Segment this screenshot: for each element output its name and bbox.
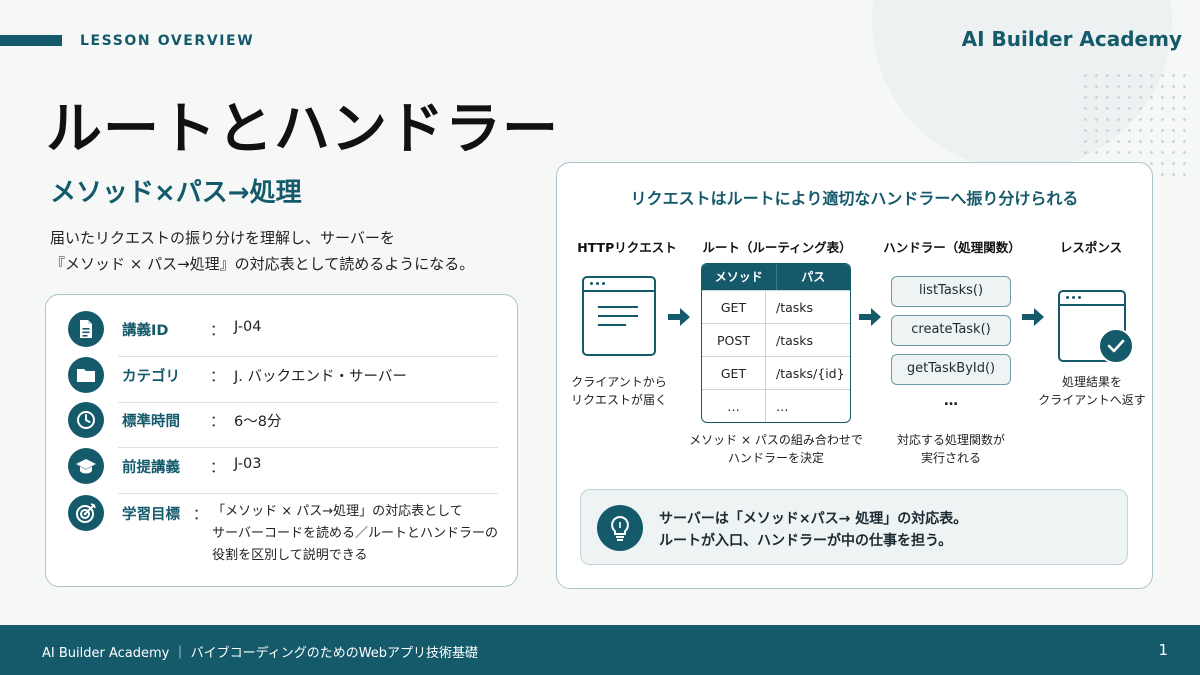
info-row-standard-time: 標準時間 ： 6〜8分: [68, 402, 498, 448]
info-label: 学習目標: [122, 507, 180, 523]
brand-logo-text: AI Builder Academy: [961, 27, 1182, 51]
lesson-description: 届いたリクエストの振り分けを理解し、サーバーを 『メソッド × パス→処理』の対…: [50, 225, 520, 277]
info-row-category: カテゴリ ： J. バックエンド・サーバー: [68, 357, 498, 403]
info-label: 前提講義: [122, 460, 180, 476]
info-label: カテゴリ: [122, 369, 180, 385]
response-caption: 処理結果を クライアントへ返す: [1035, 373, 1149, 409]
footer-text: AI Builder Academy ｜ バイブコーディングのためのWebアプリ…: [42, 646, 479, 661]
arrow-right-icon: [1022, 308, 1044, 326]
routing-diagram-card: リクエストはルートにより適切なハンドラーへ振り分けられる HTTPリクエスト ル…: [556, 162, 1153, 589]
lightbulb-icon: [597, 505, 643, 551]
route-path: …: [776, 399, 789, 414]
summary-text: サーバーは「メソッド×パス→ 処理」の対応表。 ルートが入口、ハンドラーが中の仕…: [659, 508, 967, 552]
info-colon: ：: [210, 458, 226, 476]
info-row-prerequisite: 前提講義 ： J-03: [68, 448, 498, 494]
folder-icon: [68, 357, 104, 393]
info-colon: ：: [192, 505, 208, 523]
info-colon: ：: [210, 412, 226, 430]
diagram-title: リクエストはルートにより適切なハンドラーへ振り分けられる: [630, 189, 1079, 208]
page-number: 1: [1158, 641, 1168, 659]
handler-function: getTaskById(): [891, 354, 1011, 385]
handler-function: createTask(): [891, 315, 1011, 346]
description-line: 届いたリクエストの振り分けを理解し、サーバーを: [50, 229, 395, 247]
lesson-info-card: 講義ID ： J-04 カテゴリ ： J. バックエンド・サーバー 標準時間 ：…: [45, 294, 518, 587]
route-path: /tasks/{id}: [776, 366, 845, 381]
footer-bar: AI Builder Academy ｜ バイブコーディングのためのWebアプリ…: [0, 625, 1200, 675]
handler-more: …: [944, 393, 958, 409]
summary-line: ルートが入口、ハンドラーが中の仕事を担う。: [659, 533, 953, 549]
handler-caption: 対応する処理関数が 実行される: [881, 431, 1021, 467]
goal-line: サーバーコードを読める／ルートとハンドラーの: [212, 526, 498, 541]
column-heading-request: HTTPリクエスト: [577, 240, 677, 255]
caption-line: 実行される: [920, 451, 981, 465]
graduation-cap-icon: [68, 448, 104, 484]
info-value: J. バックエンド・サーバー: [234, 369, 407, 385]
routing-table-header: メソッド パス: [702, 264, 850, 290]
route-path: /tasks: [776, 333, 814, 348]
header-path: パス: [801, 270, 826, 284]
table-row: … …: [702, 389, 850, 422]
info-value: 6〜8分: [234, 414, 282, 430]
info-colon: ：: [210, 321, 226, 339]
page-title: ルートとハンドラー: [46, 97, 559, 162]
goal-line: 役割を区別して説明できる: [212, 548, 368, 563]
decorative-dot-grid: [1080, 70, 1190, 180]
page-subtitle: メソッド×パス→処理: [50, 178, 302, 208]
info-row-lecture-id: 講義ID ： J-04: [68, 311, 498, 357]
header-method: メソッド: [702, 264, 777, 290]
info-label: 標準時間: [122, 414, 180, 430]
info-value: J-03: [234, 456, 262, 472]
route-method: GET: [702, 357, 766, 389]
caption-line: 処理結果を: [1061, 375, 1122, 389]
caption-line: メソッド × パスの組み合わせで: [689, 433, 863, 447]
info-row-learning-goal: 学習目標 ： 「メソッド × パス→処理」の対応表として サーバーコードを読める…: [68, 495, 498, 567]
info-colon: ：: [210, 367, 226, 385]
column-heading-response: レスポンス: [1059, 240, 1123, 255]
goal-line: 「メソッド × パス→処理」の対応表として: [212, 504, 463, 519]
summary-line: サーバーは「メソッド×パス→ 処理」の対応表。: [659, 511, 968, 527]
description-line: 『メソッド × パス→処理』の対応表として読めるようになる。: [50, 255, 475, 273]
clock-icon: [68, 402, 104, 438]
caption-line: リクエストが届く: [570, 393, 667, 407]
section-label: LESSON OVERVIEW: [80, 33, 255, 49]
table-row: GET /tasks: [702, 290, 850, 323]
info-label: 講義ID: [122, 323, 169, 339]
info-value: J-04: [234, 319, 262, 335]
routing-table: メソッド パス GET /tasks POST /tasks GET /task…: [701, 263, 851, 423]
caption-line: 対応する処理関数が: [896, 433, 1005, 447]
route-method: GET: [702, 291, 766, 323]
caption-line: クライアントから: [571, 375, 667, 389]
table-row: GET /tasks/{id}: [702, 356, 850, 389]
header-accent-bar: [0, 35, 62, 46]
checkmark-icon: [1098, 328, 1134, 364]
summary-note: サーバーは「メソッド×パス→ 処理」の対応表。 ルートが入口、ハンドラーが中の仕…: [580, 489, 1128, 565]
route-path: /tasks: [776, 300, 814, 315]
handler-function: listTasks(): [891, 276, 1011, 307]
target-icon: [68, 495, 104, 531]
request-caption: クライアントから リクエストが届く: [559, 373, 679, 409]
caption-line: クライアントへ返す: [1038, 393, 1146, 407]
arrow-right-icon: [668, 308, 690, 326]
caption-line: ハンドラーを決定: [727, 451, 824, 465]
route-caption: メソッド × パスの組み合わせで ハンドラーを決定: [681, 431, 871, 467]
info-value: 「メソッド × パス→処理」の対応表として サーバーコードを読める／ルートとハン…: [212, 495, 498, 567]
request-window-icon: [582, 276, 656, 356]
arrow-right-icon: [859, 308, 881, 326]
column-heading-route: ルート（ルーティング表）: [702, 240, 852, 255]
table-row: POST /tasks: [702, 323, 850, 356]
column-heading-handler: ハンドラー（処理関数）: [883, 240, 1021, 255]
document-icon: [68, 311, 104, 347]
route-method: …: [702, 390, 766, 422]
route-method: POST: [702, 324, 766, 356]
